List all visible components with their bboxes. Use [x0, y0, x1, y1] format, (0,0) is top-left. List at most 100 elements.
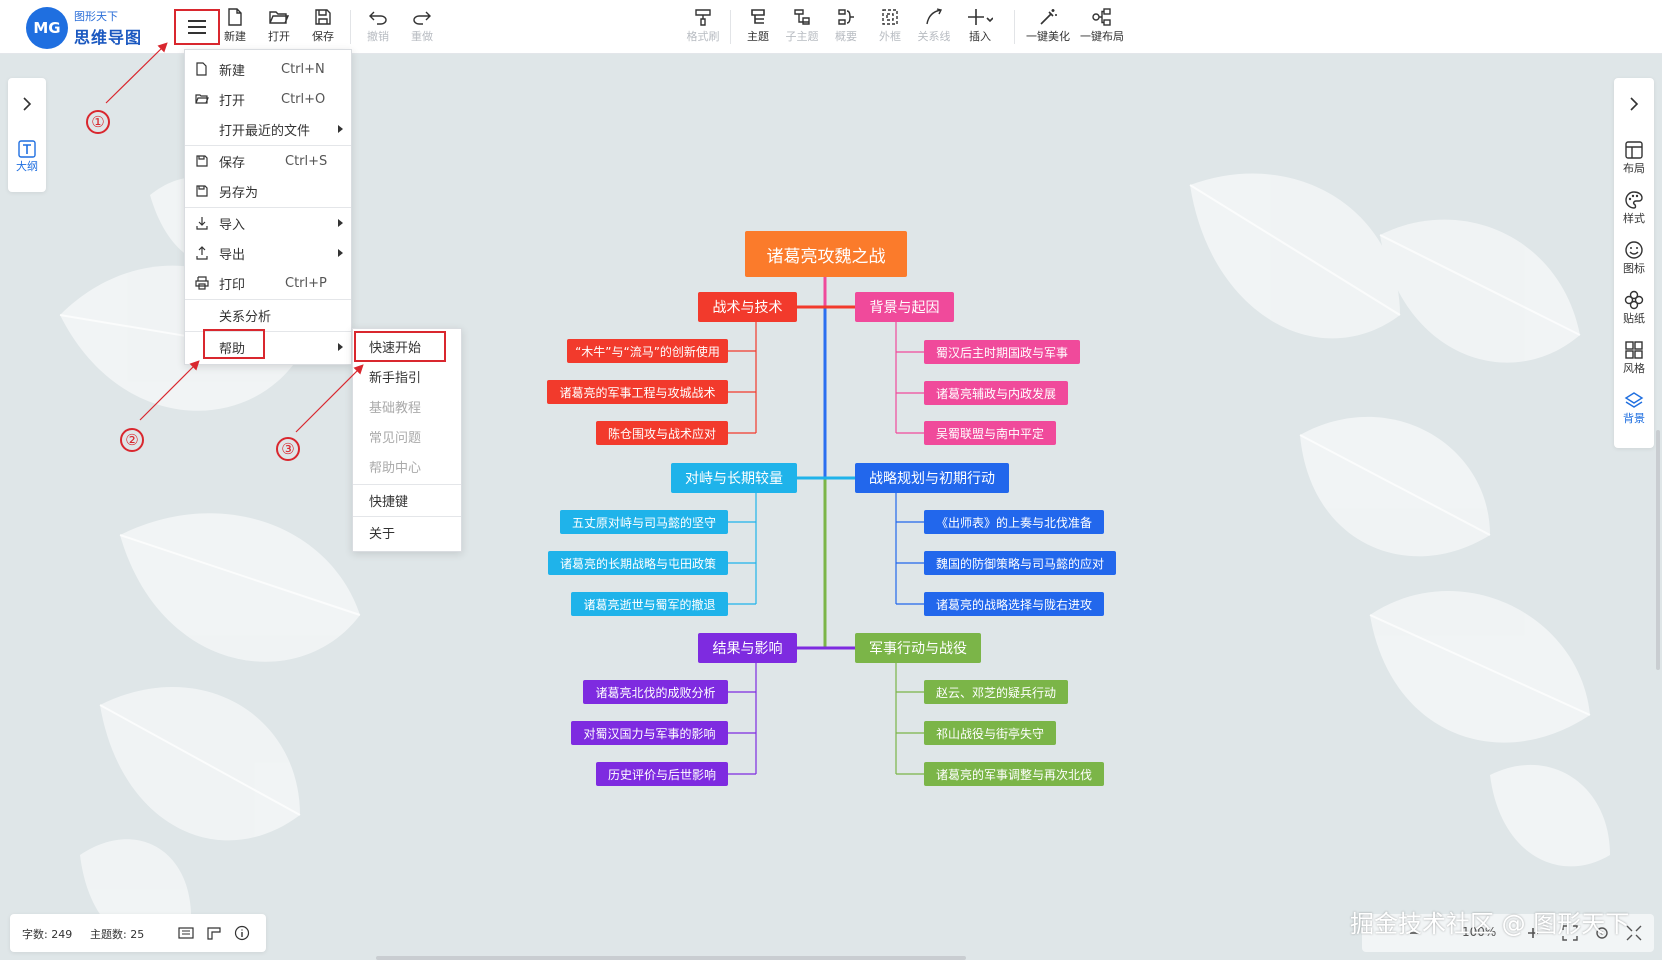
- menu-item-export[interactable]: 导出: [185, 238, 351, 268]
- undo-button[interactable]: 撤销: [358, 6, 398, 50]
- branch-topic[interactable]: 战术与技术: [698, 292, 797, 322]
- auto-layout-button[interactable]: 一键布局: [1076, 6, 1128, 50]
- menu-item-import[interactable]: 导入: [185, 208, 351, 238]
- vertical-scrollbar[interactable]: [1656, 430, 1660, 670]
- menu-item-recent[interactable]: 打开最近的文件: [185, 114, 351, 144]
- theme-panel-button[interactable]: 风格: [1614, 340, 1654, 376]
- subtopic[interactable]: 魏国的防御策略与司马懿的应对: [924, 551, 1116, 575]
- subtopic[interactable]: 历史评价与后世影响: [596, 762, 728, 786]
- outline-icon: [18, 140, 36, 158]
- subtopic[interactable]: 《出师表》的上奏与北伐准备: [924, 510, 1104, 534]
- subtopic[interactable]: 五丈原对峙与司马懿的坚守: [560, 510, 728, 534]
- subtopic[interactable]: “木牛”与“流马”的创新使用: [567, 339, 728, 363]
- beautify-button[interactable]: 一键美化: [1022, 6, 1074, 50]
- zoom-out-icon[interactable]: [1408, 926, 1422, 940]
- flower-icon: [1624, 290, 1644, 310]
- menu-item-open[interactable]: 打开 Ctrl+O: [185, 84, 351, 114]
- horizontal-scrollbar[interactable]: [376, 956, 966, 960]
- redo-button[interactable]: 重做: [402, 6, 442, 50]
- chevron-right-icon: [1630, 97, 1639, 111]
- open-button[interactable]: 打开: [259, 6, 299, 50]
- topic-button[interactable]: 主题: [738, 6, 778, 50]
- format-brush-icon: [695, 9, 711, 26]
- branch-topic[interactable]: 战略规划与初期行动: [855, 463, 1009, 493]
- help-item-highlight: [203, 329, 265, 359]
- menu-item-save-as[interactable]: 另存为: [185, 176, 351, 206]
- mindmap-canvas[interactable]: 诸葛亮攻魏之战 战术与技术 “木牛”与“流马”的创新使用 诸葛亮的军事工程与攻城…: [0, 55, 1662, 960]
- menu-item-shortcuts[interactable]: 快捷键: [369, 494, 409, 510]
- subtopic[interactable]: 蜀汉后主时期国政与军事: [924, 340, 1080, 364]
- menu-item-beginner-guide[interactable]: 新手指引: [369, 370, 422, 386]
- outline-button[interactable]: 大纲: [8, 140, 46, 174]
- keyboard-icon[interactable]: [178, 926, 194, 940]
- save-icon: [315, 9, 331, 25]
- frame-icon: [882, 9, 898, 25]
- fit-screen-icon[interactable]: [1562, 925, 1578, 941]
- background-panel-button[interactable]: 背景: [1614, 390, 1654, 426]
- subtopic[interactable]: 吴蜀联盟与南中平定: [924, 421, 1056, 445]
- subtopic[interactable]: 诸葛亮辅政与内政发展: [924, 381, 1068, 405]
- subtopic[interactable]: 诸葛亮的军事工程与攻城战术: [547, 380, 728, 404]
- app-logo: MG 图形天下 思维导图: [26, 7, 142, 49]
- new-file-icon: [228, 8, 242, 26]
- menu-item-quick-start[interactable]: 快速开始: [369, 340, 422, 356]
- save-button[interactable]: 保存: [303, 6, 343, 50]
- subtopic[interactable]: 祁山战役与街亭失守: [924, 721, 1056, 745]
- expand-right-button[interactable]: [1624, 94, 1644, 114]
- icon-panel-button[interactable]: 图标: [1614, 240, 1654, 276]
- submenu-arrow-icon: [338, 125, 343, 133]
- subtopic-icon: [794, 9, 810, 25]
- new-button[interactable]: 新建: [215, 6, 255, 50]
- menu-item-save[interactable]: 保存 Ctrl+S: [185, 146, 351, 176]
- logo-subtitle: 图形天下: [74, 10, 118, 23]
- import-icon: [196, 217, 208, 230]
- subtopic[interactable]: 诸葛亮的军事调整与再次北伐: [924, 762, 1104, 786]
- help-submenu: 快速开始 新手指引 基础教程 常见问题 帮助中心 快捷键 关于: [352, 328, 462, 552]
- branch-topic[interactable]: 对峙与长期较量: [671, 463, 797, 493]
- background-leaves: [59, 173, 1610, 945]
- subtopic[interactable]: 诸葛亮北伐的成败分析: [583, 680, 728, 704]
- menu-item-help-center[interactable]: 帮助中心: [369, 460, 422, 476]
- folder-open-icon: [269, 11, 289, 24]
- menu-item-faq[interactable]: 常见问题: [369, 430, 422, 446]
- root-topic[interactable]: 诸葛亮攻魏之战: [745, 231, 907, 277]
- subtopic-button[interactable]: 子主题: [782, 6, 822, 50]
- main-menu-button[interactable]: [174, 9, 220, 45]
- topic-count: 主题数: 25: [90, 928, 145, 941]
- style-panel-button[interactable]: 样式: [1614, 190, 1654, 226]
- subtopic[interactable]: 对蜀汉国力与军事的影响: [571, 721, 728, 745]
- menu-divider: [185, 331, 351, 332]
- fullscreen-icon[interactable]: [1626, 925, 1642, 941]
- expand-left-button[interactable]: [17, 94, 37, 114]
- format-brush-button[interactable]: 格式刷: [683, 6, 723, 50]
- sticker-panel-button[interactable]: 贴纸: [1614, 290, 1654, 326]
- summary-button[interactable]: 概要: [826, 6, 866, 50]
- branch-topic[interactable]: 军事行动与战役: [855, 633, 981, 663]
- menu-item-relation-analysis[interactable]: 关系分析: [219, 309, 272, 325]
- zoom-in-icon[interactable]: [1526, 926, 1540, 940]
- layout-panel-button[interactable]: 布局: [1614, 140, 1654, 176]
- menu-item-new[interactable]: 新建 Ctrl+N: [185, 54, 351, 84]
- subtopic[interactable]: 陈仓围攻与战术应对: [596, 421, 728, 445]
- info-icon[interactable]: [234, 925, 250, 941]
- menu-item-help[interactable]: 帮助: [185, 332, 351, 362]
- insert-button[interactable]: 插入: [960, 6, 1000, 50]
- menu-item-print[interactable]: 打印 Ctrl+P: [185, 268, 351, 298]
- branch-topic[interactable]: 背景与起因: [855, 292, 954, 322]
- relation-button[interactable]: 关系线: [914, 6, 954, 50]
- menu-item-basic-tutorial[interactable]: 基础教程: [369, 400, 422, 416]
- grid-icon: [1625, 341, 1643, 359]
- subtopic[interactable]: 诸葛亮的战略选择与陇右进攻: [924, 592, 1104, 616]
- menu-item-about[interactable]: 关于: [369, 526, 396, 542]
- subtopic[interactable]: 诸葛亮的长期战略与屯田政策: [548, 551, 728, 575]
- frame-button[interactable]: 外框: [870, 6, 910, 50]
- ruler-icon[interactable]: [206, 926, 222, 940]
- branch-topic[interactable]: 结果与影响: [698, 633, 797, 663]
- annotation-step-3: ③: [276, 437, 300, 461]
- subtopic[interactable]: 诸葛亮逝世与蜀军的撤退: [571, 592, 728, 616]
- annotation-step-2: ②: [120, 428, 144, 452]
- subtopic[interactable]: 赵云、邓芝的疑兵行动: [924, 680, 1068, 704]
- summary-icon: [838, 9, 854, 25]
- locate-icon[interactable]: [1594, 925, 1610, 941]
- toolbar-divider: [1014, 10, 1015, 44]
